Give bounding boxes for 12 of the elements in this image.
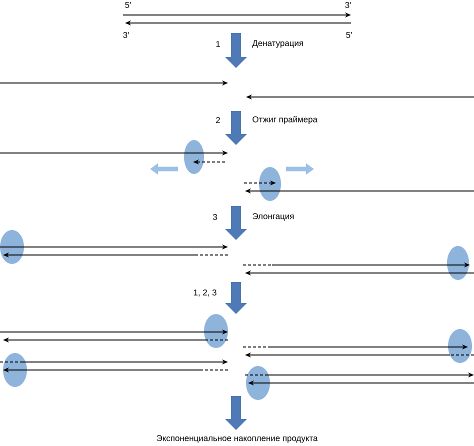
step-number: 1 [216,41,220,47]
result-label: Экспоненциальное накопление продукта [156,435,318,443]
strand-end-label: 5′ [346,32,352,38]
step-label: Денатурация [252,40,303,48]
strand-end-label: 5′ [125,2,131,8]
strand-end-label: 3′ [345,2,351,8]
step-number: 2 [216,117,220,123]
strand-end-label: 3′ [123,32,129,38]
step-number: 1, 2, 3 [194,290,216,296]
step-number: 3 [212,214,217,220]
step-label: Элонгация [252,213,294,221]
step-label: Отжиг праймера [252,116,318,124]
